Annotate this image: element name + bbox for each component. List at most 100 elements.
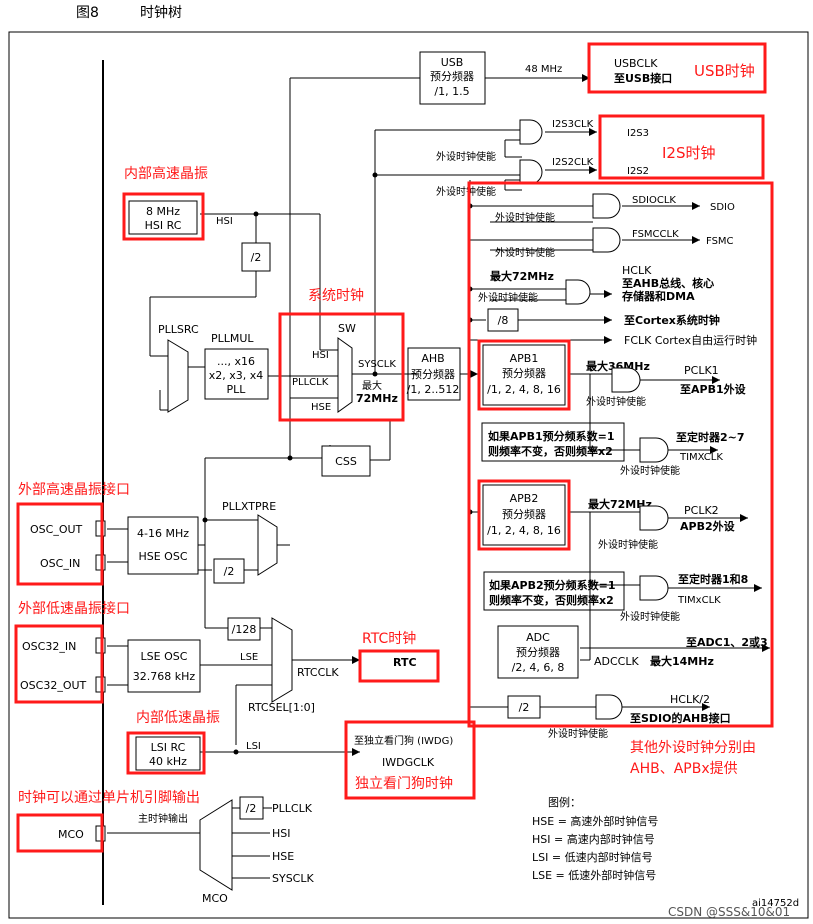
hsi-wire-label: HSI: [216, 216, 233, 227]
cortex-div8: /8: [487, 308, 519, 332]
sdio-ahb-dest: 至SDIO的AHB接口: [630, 711, 731, 725]
sdio-label: SDIO: [710, 202, 735, 213]
apb1-note-2: 则频率不变，否则频率x2: [488, 444, 613, 458]
fsmc-label: FSMC: [706, 236, 734, 247]
timx2-gate: [639, 575, 669, 601]
lse-osc-block: LSE OSC 32.768 kHz: [127, 639, 201, 693]
i2s3-gate: [519, 119, 543, 145]
timx1-label: TIMXCLK: [679, 452, 723, 463]
pllxtpre-mux: [257, 514, 278, 576]
svg-text:预分频器: 预分频器: [502, 366, 546, 380]
hse-port-highlight: [16, 502, 104, 586]
usbclk-label: USBCLK: [614, 57, 658, 70]
pllmul-label: PLLMUL: [211, 332, 254, 345]
svg-text:预分频器: 预分频器: [502, 507, 546, 521]
apb1-highlight: [477, 339, 571, 411]
sw-label: SW: [338, 322, 356, 335]
adc-dest: 至ADC1、2或3: [686, 635, 768, 649]
lse-port-note: 外部低速晶振接口: [18, 600, 130, 617]
svg-text:/1, 2, 4, 8, 16: /1, 2, 4, 8, 16: [487, 524, 561, 537]
css-block: CSS: [321, 445, 371, 477]
iwdgclk-label: IWDGCLK: [382, 756, 435, 769]
apb2-highlight: [477, 479, 571, 551]
mco-in-hsi: HSI: [272, 827, 291, 840]
mco-div2: /2: [239, 796, 264, 820]
mco-mux: [199, 799, 233, 891]
timx1-dest: 至定时器2~7: [676, 430, 745, 444]
arrow-heads: [352, 74, 770, 756]
osc32-in-label: OSC32_IN: [22, 640, 76, 653]
mco-out-label: 主时钟输出: [138, 812, 188, 825]
timx1-enable-label: 外设时钟使能: [620, 464, 680, 477]
svg-text:/128: /128: [232, 623, 257, 636]
svg-text:/1, 2, 4, 8, 16: /1, 2, 4, 8, 16: [487, 383, 561, 396]
fsmcclk-label: FSMCCLK: [632, 229, 679, 240]
svg-text:HSE OSC: HSE OSC: [138, 550, 187, 563]
svg-text:/2: /2: [224, 565, 235, 578]
mco-mux-label: MCO: [202, 892, 228, 905]
svg-text:APB1: APB1: [510, 352, 539, 365]
hse-div2: /2: [213, 558, 245, 584]
mco-in-pllclk: PLLCLK: [272, 802, 313, 815]
rtc-highlight: [358, 649, 440, 683]
lsi-osc-highlight: [126, 731, 206, 775]
i2s3-enable-label: 外设时钟使能: [436, 150, 496, 163]
legend-lse: LSE = 低速外部时钟信号: [532, 868, 656, 882]
sdioclk-label: SDIOCLK: [632, 195, 676, 206]
svg-text:AHB: AHB: [421, 352, 444, 365]
iwdg-dest: 至独立看门狗 (IWDG): [354, 734, 453, 747]
pclk1-gate: [611, 367, 641, 393]
i2s-clock-highlight: [598, 114, 765, 180]
svg-text:PLL: PLL: [227, 383, 247, 396]
osc32-out-label: OSC32_OUT: [20, 679, 87, 692]
lsi-osc-note: 内部低速晶振: [136, 710, 220, 726]
pclk1-dest: 至APB1外设: [680, 382, 747, 396]
sdio-enable-label: 外设时钟使能: [495, 211, 555, 224]
mco-highlight: [16, 813, 104, 853]
diagram-frame: [8, 31, 809, 919]
mco-in-sysclk: SYSCLK: [272, 872, 314, 885]
hclk-dest-2: 存储器和DMA: [622, 289, 695, 303]
fsmc-gate: [592, 227, 621, 253]
hclk-enable-label: 外设时钟使能: [478, 291, 538, 304]
lsi-rc-block: LSI RC 40 kHz: [135, 736, 201, 771]
apb1-note-1: 如果APB1预分频系数=1: [488, 429, 614, 443]
i2s2-enable-label: 外设时钟使能: [436, 185, 496, 198]
svg-text:预分频器: 预分频器: [411, 367, 455, 381]
fclk-label: FCLK Cortex自由运行时钟: [624, 333, 757, 347]
timx1-gate: [639, 437, 669, 463]
other-clocks-highlight: [467, 181, 774, 728]
sysclk-label: SYSCLK: [358, 359, 396, 370]
figure-id: ai14752d: [752, 898, 799, 909]
other-clocks-note-1: 其他外设时钟分别由: [630, 739, 756, 756]
mco-pin-label: MCO: [58, 828, 84, 841]
i2s2clk-label: I2S2CLK: [552, 157, 594, 168]
watermark: CSDN @SSS&10&01: [668, 905, 790, 919]
svg-text:预分频器: 预分频器: [430, 69, 474, 83]
iwdg-clock-note: 独立看门狗时钟: [355, 775, 453, 792]
hse-port-note: 外部高速晶振接口: [18, 481, 130, 498]
ahb-prescaler: AHB 预分频器 /1, 2..512: [407, 347, 461, 401]
svg-text:/1, 2..512: /1, 2..512: [407, 383, 460, 396]
rtcsel-label: RTCSEL[1:0]: [248, 701, 315, 714]
pll-block: ..., x16 x2, x3, x4 PLL: [204, 348, 269, 400]
pclk1-label: PCLK1: [684, 364, 719, 377]
sw-hsi-label: HSI: [312, 350, 329, 361]
rtc-label: RTC: [393, 656, 417, 669]
figure-title: 时钟树: [140, 4, 182, 21]
rtcsel-mux: [271, 617, 293, 703]
svg-text:CSS: CSS: [335, 455, 357, 468]
usb-freq-label: 48 MHz: [525, 64, 562, 75]
hclk-gate: [565, 279, 591, 305]
hclk2-gate: [595, 694, 623, 720]
sdio-gate: [592, 193, 621, 219]
timx2-enable-label: 外设时钟使能: [620, 610, 680, 623]
hclk-dest-1: 至AHB总线、核心: [622, 276, 714, 290]
mco-in-hse: HSE: [272, 850, 294, 863]
apb2-prescaler: APB2 预分频器 /1, 2, 4, 8, 16: [482, 484, 566, 546]
legend-title: 图例：: [548, 795, 581, 809]
lse-port-highlight: [14, 624, 104, 704]
usb-clock-note: USB时钟: [694, 62, 755, 80]
hclk2-label: HCLK/2: [670, 693, 710, 706]
